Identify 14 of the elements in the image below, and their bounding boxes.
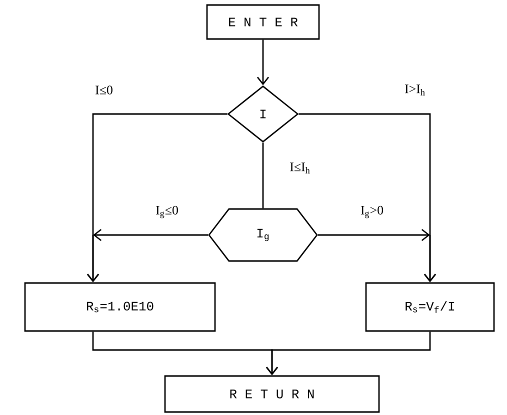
edge-label: I≤0: [96, 86, 112, 94]
edge-label: I$_{g}$≤0: [156, 206, 178, 218]
process-box: R$_{s}$=1.0E10: [24, 282, 216, 332]
arrow: [256, 40, 270, 86]
process-box: E N T E R: [206, 4, 320, 40]
decision-hexagon: I$_{g}$: [208, 208, 318, 262]
arrow: [266, 332, 431, 376]
edge-label: I≤I$_{h}$: [290, 162, 310, 174]
arrow: [318, 228, 436, 282]
arrow: [86, 228, 208, 282]
process-box: R$_{s}$=V$_{f}$/I: [365, 282, 495, 332]
edge-label: I>I$_{h}$: [405, 84, 425, 96]
terminal-box: R E T U R N: [164, 375, 380, 413]
edge-label: I$_{g}$>0: [360, 206, 384, 218]
